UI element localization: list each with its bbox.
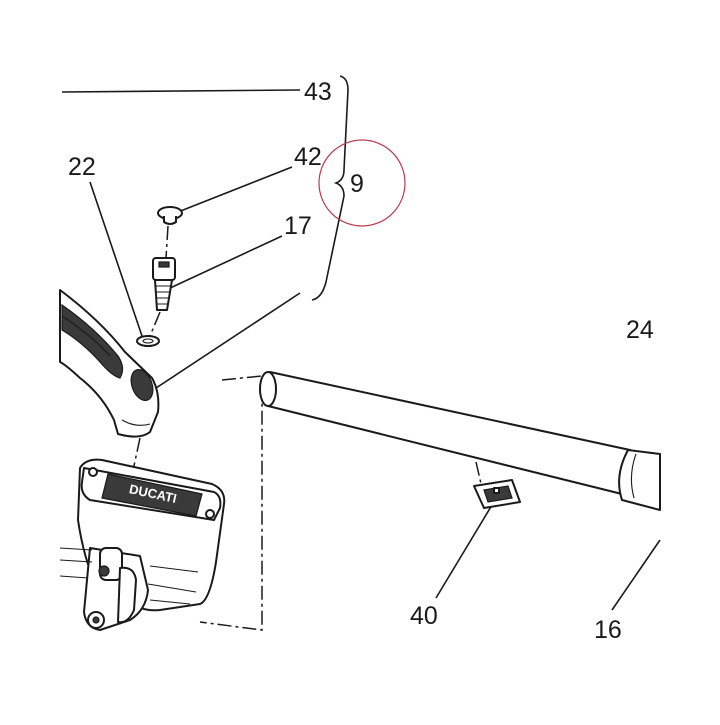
leader-43 xyxy=(61,89,301,93)
group-boundary xyxy=(199,375,263,631)
clip-part-40 xyxy=(473,461,521,509)
callout-9: 9 xyxy=(350,170,364,198)
leader-17 xyxy=(167,235,283,290)
callout-43: 43 xyxy=(304,78,332,106)
bracket-group-9 xyxy=(311,75,349,301)
master-cylinder: DUCATI xyxy=(59,458,226,631)
clutch-lever xyxy=(59,289,160,438)
pivot-screw-part-17 xyxy=(149,225,176,337)
leader-40 xyxy=(435,504,493,599)
callout-17: 17 xyxy=(284,212,312,240)
callout-24: 24 xyxy=(626,316,654,344)
highlight-circle xyxy=(318,139,406,227)
handlebar-tube xyxy=(259,371,661,511)
callout-22: 22 xyxy=(68,153,96,181)
leader-22 xyxy=(89,181,143,337)
washer-part-22 xyxy=(136,335,160,347)
leader-16 xyxy=(611,539,661,611)
leader-lines xyxy=(61,89,661,611)
leader-9 xyxy=(149,292,301,393)
callout-42: 42 xyxy=(294,143,322,171)
cap-part-42 xyxy=(157,206,183,225)
callout-16: 16 xyxy=(594,616,622,644)
leader-42 xyxy=(177,166,293,213)
callout-40: 40 xyxy=(410,602,438,630)
